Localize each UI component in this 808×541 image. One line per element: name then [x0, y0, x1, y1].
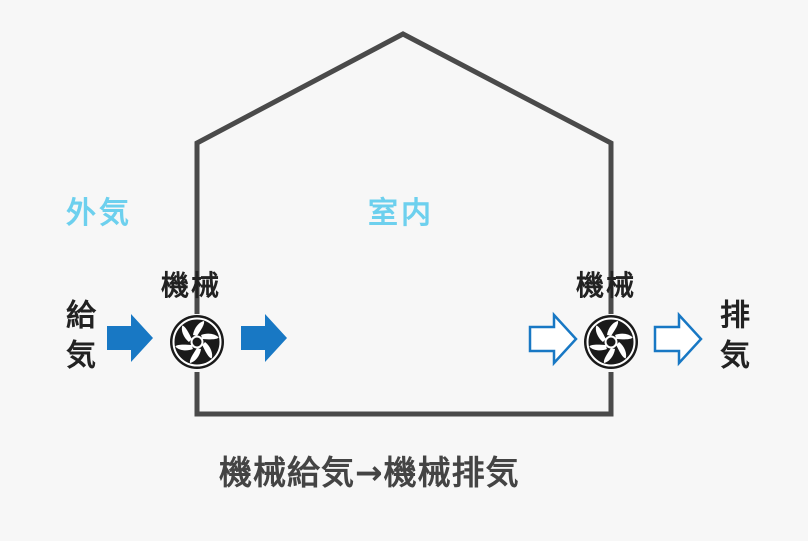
supply-arrow-indoor — [241, 314, 287, 362]
fan-left-label: 機械 — [161, 269, 222, 302]
exhaust-label: 排気 — [714, 299, 749, 379]
house-floor-outline — [194, 372, 614, 417]
supply-label: 給気 — [60, 299, 95, 379]
inside-label: 室内 — [368, 196, 434, 231]
fan-right-label: 機械 — [576, 269, 637, 302]
house-outline — [194, 31, 614, 314]
exhaust-arrow-outlet — [653, 311, 703, 367]
diagram-caption: 機械給気→機械排気 — [219, 453, 520, 492]
fan-icon — [170, 315, 224, 369]
outside-label: 外気 — [66, 196, 132, 231]
exhaust-arrow-indoor — [528, 311, 578, 367]
fan-icon — [584, 315, 638, 369]
supply-arrow-inlet — [107, 314, 153, 362]
